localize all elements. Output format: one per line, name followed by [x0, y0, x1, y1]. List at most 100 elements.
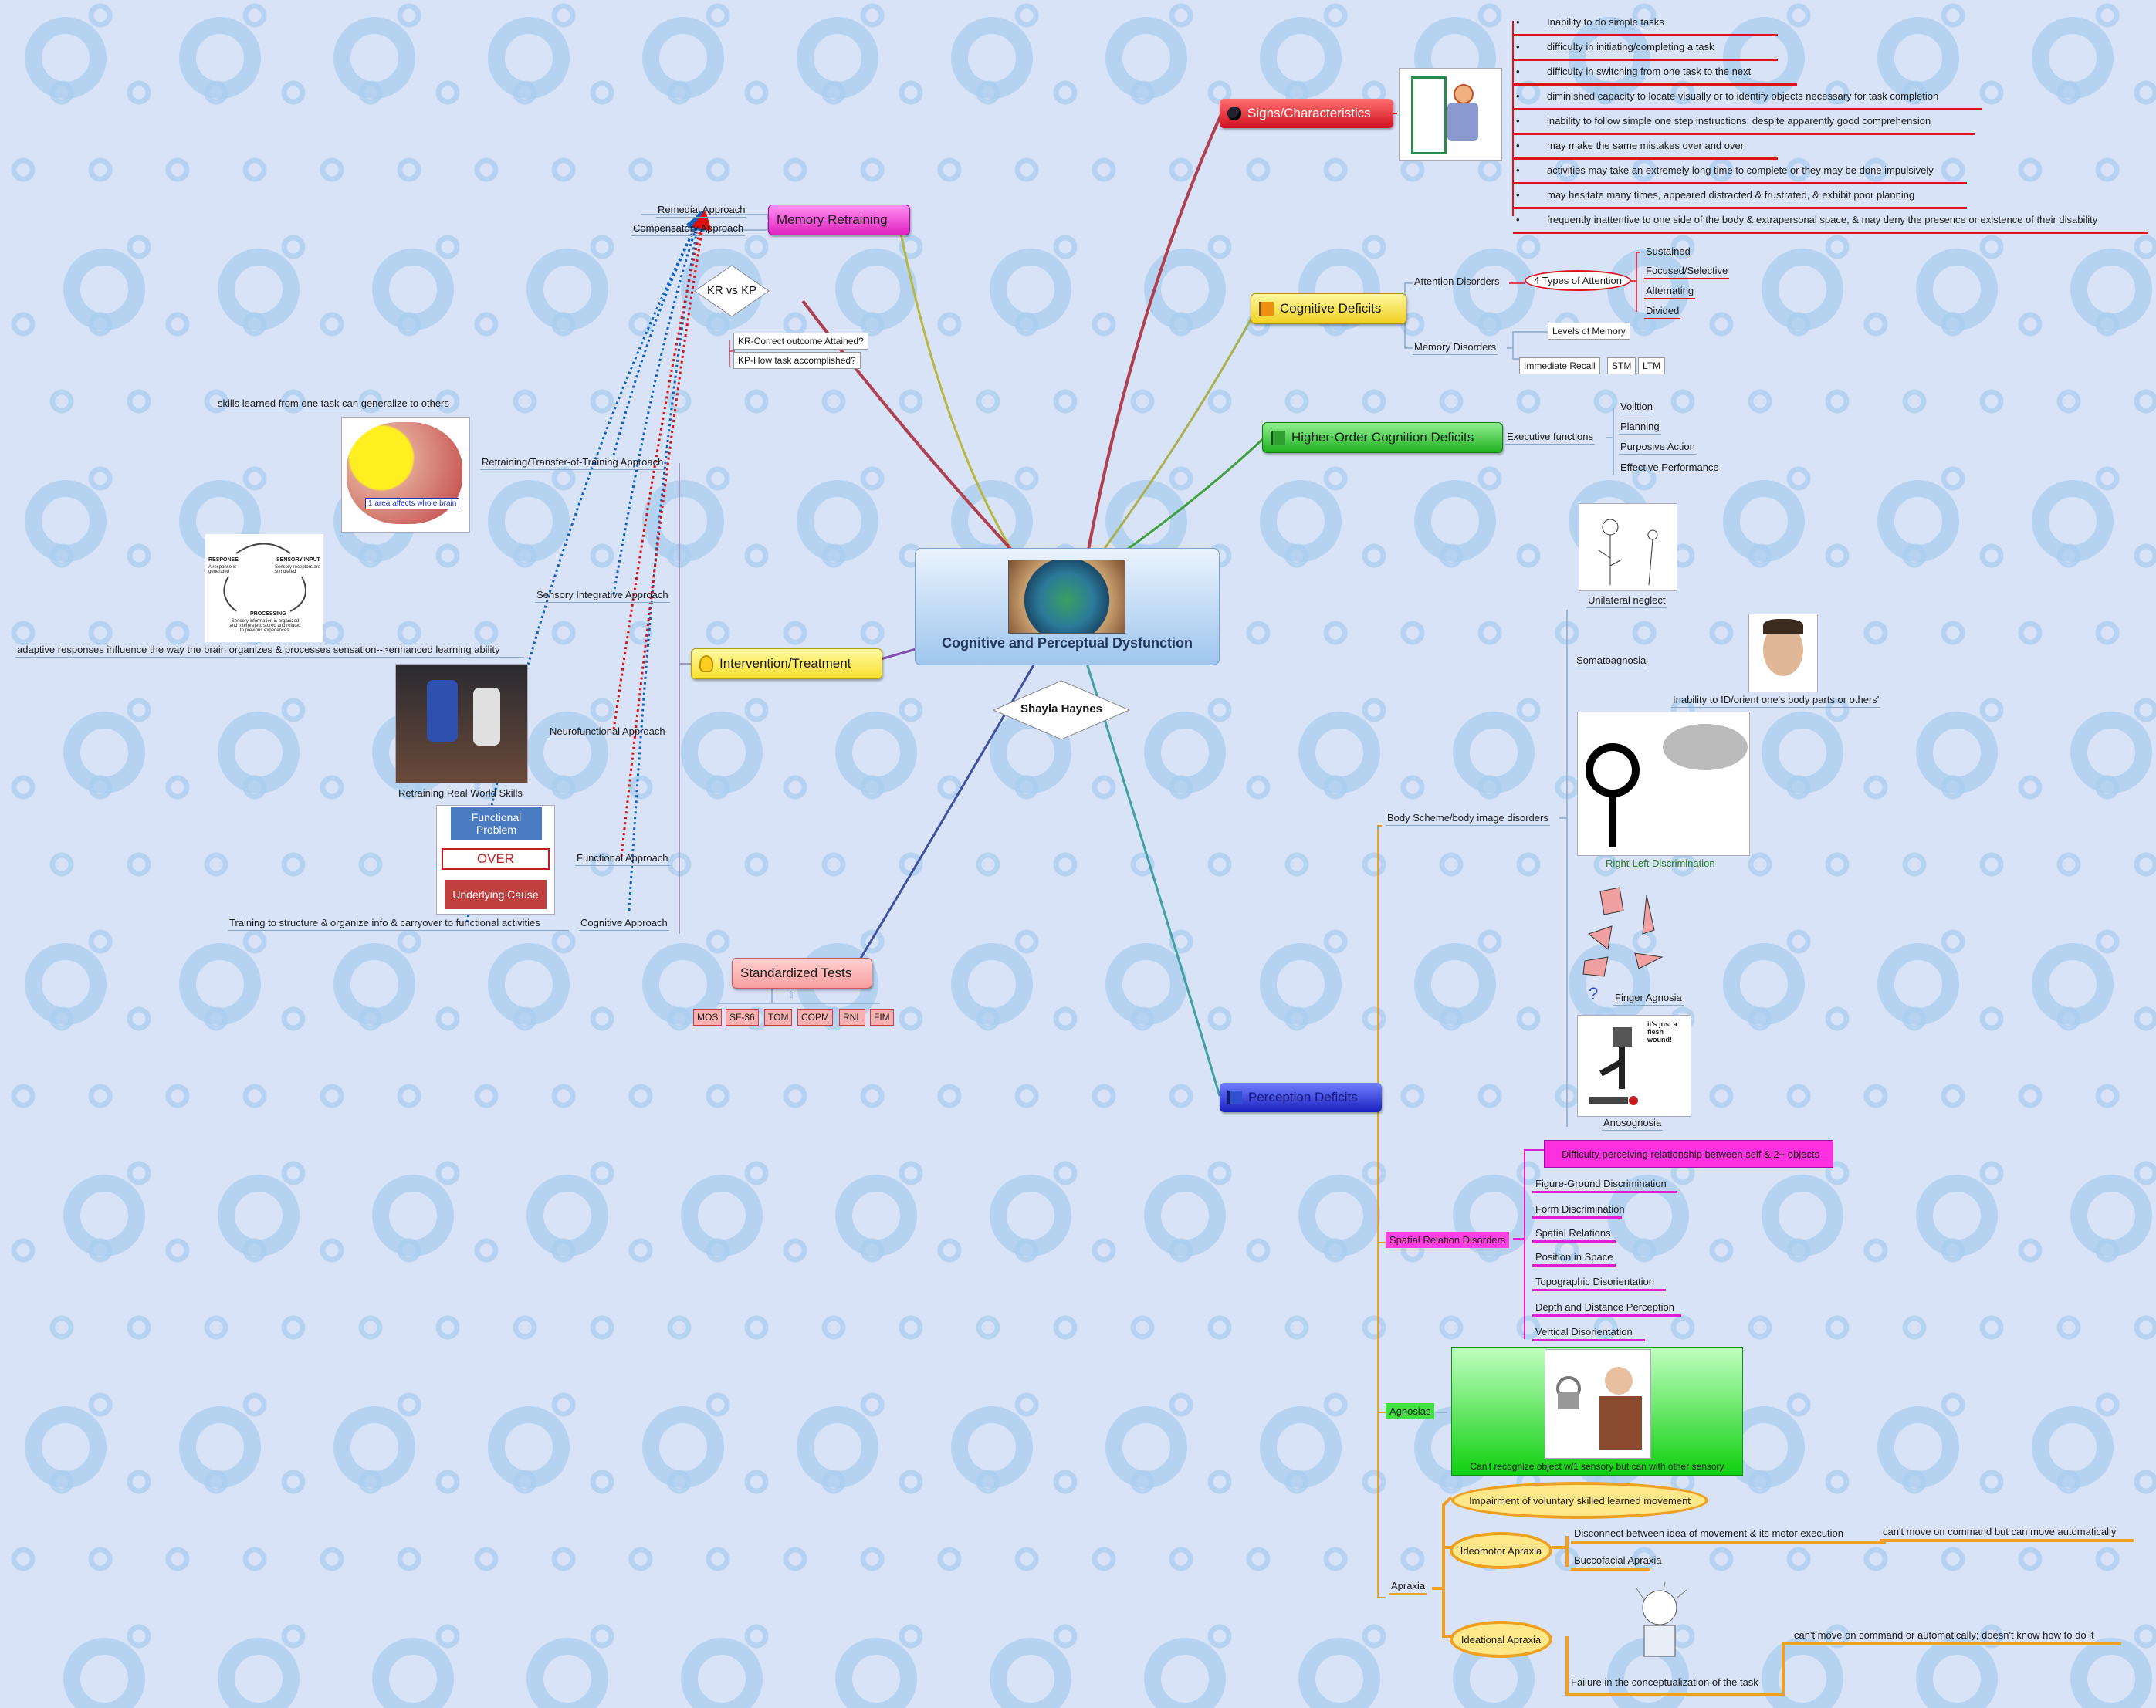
sign-item[interactable]: •difficulty in switching from one task t… — [1513, 63, 1797, 86]
functional-approach[interactable]: Functional Approach — [575, 852, 670, 866]
executive-item[interactable]: Planning — [1619, 421, 1661, 435]
ideomotor-apraxia[interactable]: Ideomotor Apraxia — [1450, 1532, 1552, 1569]
apraxia-description[interactable]: Impairment of voluntary skilled learned … — [1451, 1482, 1708, 1519]
attention-disorders[interactable]: Attention Disorders — [1413, 276, 1501, 289]
memory-level[interactable]: LTM — [1638, 357, 1666, 374]
spatial-item[interactable]: Vertical Disorientation — [1532, 1326, 1645, 1341]
background-ring — [488, 1406, 570, 1488]
spatial-relation-disorders[interactable]: Spatial Relation Disorders — [1386, 1232, 1510, 1248]
agnosias[interactable]: Agnosias — [1386, 1403, 1435, 1419]
cognitive-approach[interactable]: Cognitive Approach — [579, 917, 669, 931]
agnosias-panel[interactable]: Can't recognize object w/1 sensory but c… — [1451, 1347, 1743, 1476]
background-ring — [2134, 1624, 2156, 1649]
executive-item[interactable]: Volition — [1619, 401, 1654, 414]
background-ring — [1260, 480, 1342, 562]
anosognosia[interactable]: Anosognosia — [1602, 1117, 1664, 1131]
background-ring — [1014, 1392, 1039, 1417]
test-tag[interactable]: MOS — [693, 1009, 723, 1026]
attention-type[interactable]: Focused/Selective — [1644, 265, 1730, 279]
executive-item[interactable]: Effective Performance — [1619, 462, 1721, 475]
unilateral-neglect[interactable]: Unilateral neglect — [1586, 594, 1667, 608]
cognitive-approach-note[interactable]: Training to structure & organize info & … — [228, 917, 569, 931]
background-ring — [397, 312, 421, 337]
background-ring — [1941, 157, 1965, 182]
sensory-integrative-approach[interactable]: Sensory Integrative Approach — [535, 589, 670, 603]
background-ring — [526, 712, 608, 793]
memory-retraining-topic[interactable]: Memory Retraining — [768, 205, 910, 235]
body-scheme-disorders[interactable]: Body Scheme/body image disorders — [1386, 812, 1550, 826]
ideational-description[interactable]: Failure in the conceptualization of the … — [1571, 1676, 1758, 1688]
sign-item[interactable]: •may make the same mistakes over and ove… — [1513, 137, 1778, 160]
cognitive-topic[interactable]: Cognitive Deficits — [1251, 293, 1406, 324]
background-ring — [1260, 1406, 1342, 1488]
kp-node[interactable]: KP-How task accomplished? — [733, 352, 861, 369]
spatial-item[interactable]: Depth and Distance Perception — [1532, 1301, 1681, 1317]
central-topic[interactable]: Cognitive and Perceptual Dysfunction — [915, 548, 1220, 665]
spatial-item[interactable]: Topographic Disorientation — [1532, 1276, 1666, 1291]
background-ring — [1362, 543, 1386, 568]
kr-node[interactable]: KR-Correct outcome Attained? — [733, 333, 868, 350]
memory-level[interactable]: STM — [1607, 357, 1636, 374]
ideational-apraxia[interactable]: Ideational Apraxia — [1450, 1621, 1552, 1658]
spatial-item[interactable]: Position in Space — [1532, 1251, 1616, 1267]
sign-item[interactable]: •activities may take an extremely long t… — [1513, 162, 1967, 184]
intervention-topic[interactable]: Intervention/Treatment — [691, 648, 882, 679]
spatial-item[interactable]: Spatial Relations — [1532, 1227, 1616, 1243]
sign-item[interactable]: •difficulty in initiating/completing a t… — [1513, 39, 1778, 61]
author-diamond[interactable]: Shayla Haynes — [992, 679, 1131, 741]
test-tag[interactable]: SF-36 — [726, 1009, 759, 1026]
neurofunctional-approach[interactable]: Neurofunctional Approach — [548, 725, 667, 739]
memory-level[interactable]: Immediate Recall — [1519, 357, 1600, 374]
retraining-note[interactable]: skills learned from one task can general… — [216, 397, 451, 411]
kr-vs-kp-diamond[interactable]: KR vs KP — [693, 264, 770, 318]
signs-topic[interactable]: Signs/Characteristics — [1220, 99, 1393, 128]
somatoagnosia[interactable]: Somatoagnosia — [1575, 654, 1648, 668]
sensory-note[interactable]: adaptive responses influence the way the… — [15, 644, 524, 658]
perception-topic[interactable]: Perception Deficits — [1220, 1083, 1382, 1112]
background-ring — [25, 943, 107, 1025]
sign-item[interactable]: •Inability to do simple tasks — [1513, 14, 1778, 36]
apraxia[interactable]: Apraxia — [1389, 1580, 1427, 1595]
attention-type[interactable]: Sustained — [1644, 245, 1692, 259]
sign-item[interactable]: •diminished capacity to locate visually … — [1513, 88, 1982, 110]
collapse-arrow-icon[interactable]: ⇧ — [787, 989, 796, 1000]
background-ring — [681, 712, 763, 793]
attention-type[interactable]: Divided — [1644, 305, 1681, 319]
remedial-approach[interactable]: Remedial Approach — [656, 204, 747, 218]
background-ring — [835, 1175, 917, 1256]
test-tag[interactable]: TOM — [764, 1009, 793, 1026]
attention-types-node[interactable]: 4 Types of Attention — [1525, 270, 1631, 291]
compensatory-approach[interactable]: Compensatory Approach — [631, 222, 746, 236]
higher-order-topic[interactable]: Higher-Order Cognition Deficits — [1262, 422, 1503, 453]
spatial-item[interactable]: Form Discrimination — [1532, 1203, 1625, 1219]
buccofacial-apraxia[interactable]: Buccofacial Apraxia — [1571, 1554, 1661, 1571]
background-ring — [281, 80, 306, 105]
neurofunctional-caption[interactable]: Retraining Real World Skills — [398, 787, 523, 799]
background-ring — [1516, 852, 1541, 877]
test-tag[interactable]: RNL — [839, 1009, 866, 1026]
test-tag[interactable]: COPM — [797, 1009, 833, 1026]
ideomotor-description[interactable]: Disconnect between idea of movement & it… — [1571, 1527, 1886, 1544]
right-left-label[interactable]: Right-Left Discrimination — [1606, 857, 1715, 869]
sign-item[interactable]: •frequently inattentive to one side of t… — [1513, 211, 2148, 234]
ideomotor-note[interactable]: can't move on command but can move autom… — [1880, 1526, 2134, 1542]
background-ring — [1748, 389, 1772, 414]
background-ring — [320, 157, 344, 182]
background-ring — [1979, 698, 2004, 722]
sign-item[interactable]: •may hesitate many times, appeared distr… — [1513, 187, 1967, 209]
retraining-approach[interactable]: Retraining/Transfer-of-Training Approach — [480, 456, 665, 470]
standardized-tests-topic[interactable]: Standardized Tests — [732, 958, 872, 989]
test-tag[interactable]: FIM — [870, 1009, 894, 1026]
spatial-item[interactable]: Figure-Ground Discrimination — [1532, 1178, 1677, 1193]
attention-type[interactable]: Alternating — [1644, 285, 1696, 299]
background-ring — [1246, 1238, 1271, 1263]
spatial-description[interactable]: Difficulty perceiving relationship betwe… — [1544, 1140, 1833, 1168]
finger-agnosia[interactable]: Finger Agnosia — [1613, 992, 1684, 1006]
sign-item[interactable]: •inability to follow simple one step ins… — [1513, 113, 1975, 135]
memory-disorders[interactable]: Memory Disorders — [1413, 341, 1498, 355]
somatoagnosia-description[interactable]: Inability to ID/orient one's body parts … — [1671, 694, 1881, 708]
ideational-note[interactable]: can't move on command or automatically; … — [1791, 1629, 2121, 1645]
executive-functions[interactable]: Executive functions — [1505, 431, 1596, 445]
levels-of-memory[interactable]: Levels of Memory — [1548, 323, 1630, 340]
executive-item[interactable]: Purposive Action — [1619, 441, 1697, 455]
